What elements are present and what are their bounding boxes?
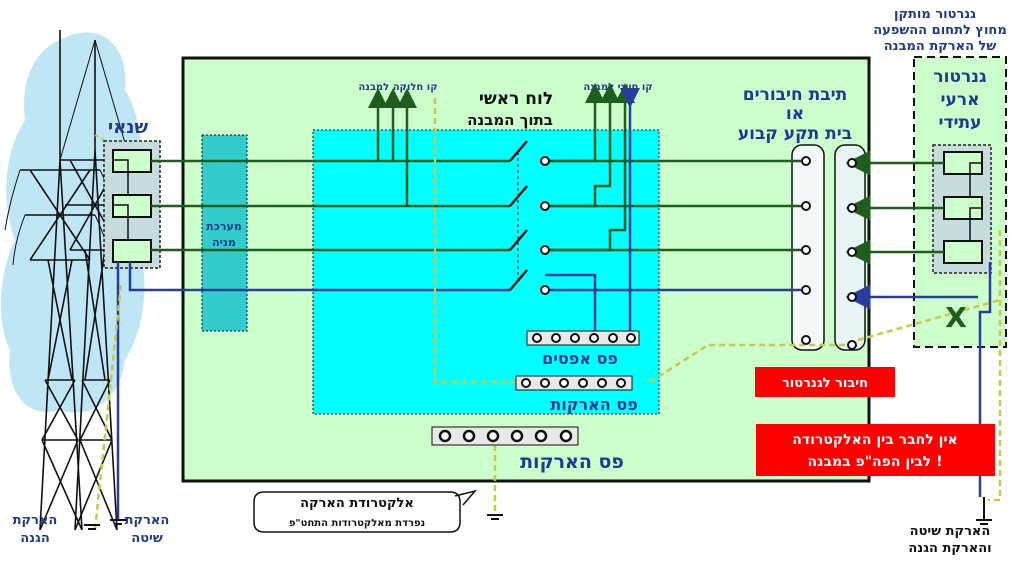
- system-earth-label-2: שיטה: [131, 531, 163, 546]
- combined-earth-label-1: הארקת שיטה: [910, 524, 991, 539]
- neutral-bar-label: פס אפסים: [542, 349, 618, 368]
- protective-earth-label-1: הארקת: [13, 513, 58, 528]
- temp-generator-label-2: ארעי: [941, 90, 980, 110]
- pylon-cloud-background: [0, 32, 145, 413]
- earth-bar-inner: [515, 375, 633, 391]
- main-board: [312, 129, 660, 415]
- junction-terminals: [801, 156, 857, 350]
- distribution-line-label: קו חלוקה למבנה: [358, 82, 437, 93]
- transformer-box: [103, 140, 161, 269]
- temp-generator-label-1: גנרטור: [933, 67, 987, 87]
- junction-label-1: תיבת חיבורים: [743, 85, 847, 105]
- meter-system: [201, 134, 248, 332]
- warning-box: [756, 424, 995, 476]
- electrode-label-1: אלקטרודת הארקה: [300, 496, 414, 511]
- main-switches: [509, 140, 550, 295]
- ground-symbols: [84, 497, 992, 530]
- neutral-bar: [526, 330, 640, 346]
- earth-wires: [93, 98, 1002, 531]
- meter-label-1: מערכת: [206, 220, 242, 233]
- electrode-callout: [253, 489, 478, 533]
- electrode-label-2: נפרדת מאלקטרודות התחט"פ: [289, 518, 425, 529]
- generator-connection-label: חיבור לגנרטור: [782, 376, 868, 391]
- earth-bar-outer-label: פס הארקות: [520, 451, 624, 473]
- temp-generator-label-3: עתידי: [939, 113, 982, 133]
- pylon-right: [59, 39, 131, 531]
- phase-wires: [151, 83, 944, 265]
- generator-connection-box: [755, 367, 895, 397]
- junction-label-2: או: [786, 104, 804, 124]
- earth-bar-inner-label: פס הארקות: [550, 395, 637, 414]
- external-generator-label-3: של הארקת המבנה: [884, 39, 997, 54]
- warning-label-1: אין לחבר בין האלקטרודה: [792, 432, 957, 448]
- warning-label-2: לבין הפה"פ במבנה !: [807, 454, 942, 470]
- vital-line-label: קו חיוני למבנה: [583, 82, 652, 93]
- meter-label-2: מניה: [212, 236, 236, 249]
- external-generator-label-1: גנרטור מותקן: [894, 7, 976, 22]
- earth-bar-outer: [431, 426, 579, 446]
- transformer-label: שנאי: [108, 117, 149, 138]
- no-connection-mark: X: [945, 301, 967, 334]
- pylon-earth-wire: [94, 134, 109, 143]
- external-generator-label-2: מחוץ לתחום ההשפעה: [873, 23, 1007, 38]
- system-earth-label-1: הארקת: [125, 513, 170, 528]
- main-board-subtitle: בתוך המבנה: [467, 111, 553, 129]
- protective-earth-label-2: הגנה: [20, 531, 50, 546]
- junction-label-3: בית תקע קבוע: [738, 124, 852, 144]
- combined-earth-label-2: והארקת הגנה: [908, 541, 991, 556]
- main-board-title: לוח ראשי: [479, 89, 553, 109]
